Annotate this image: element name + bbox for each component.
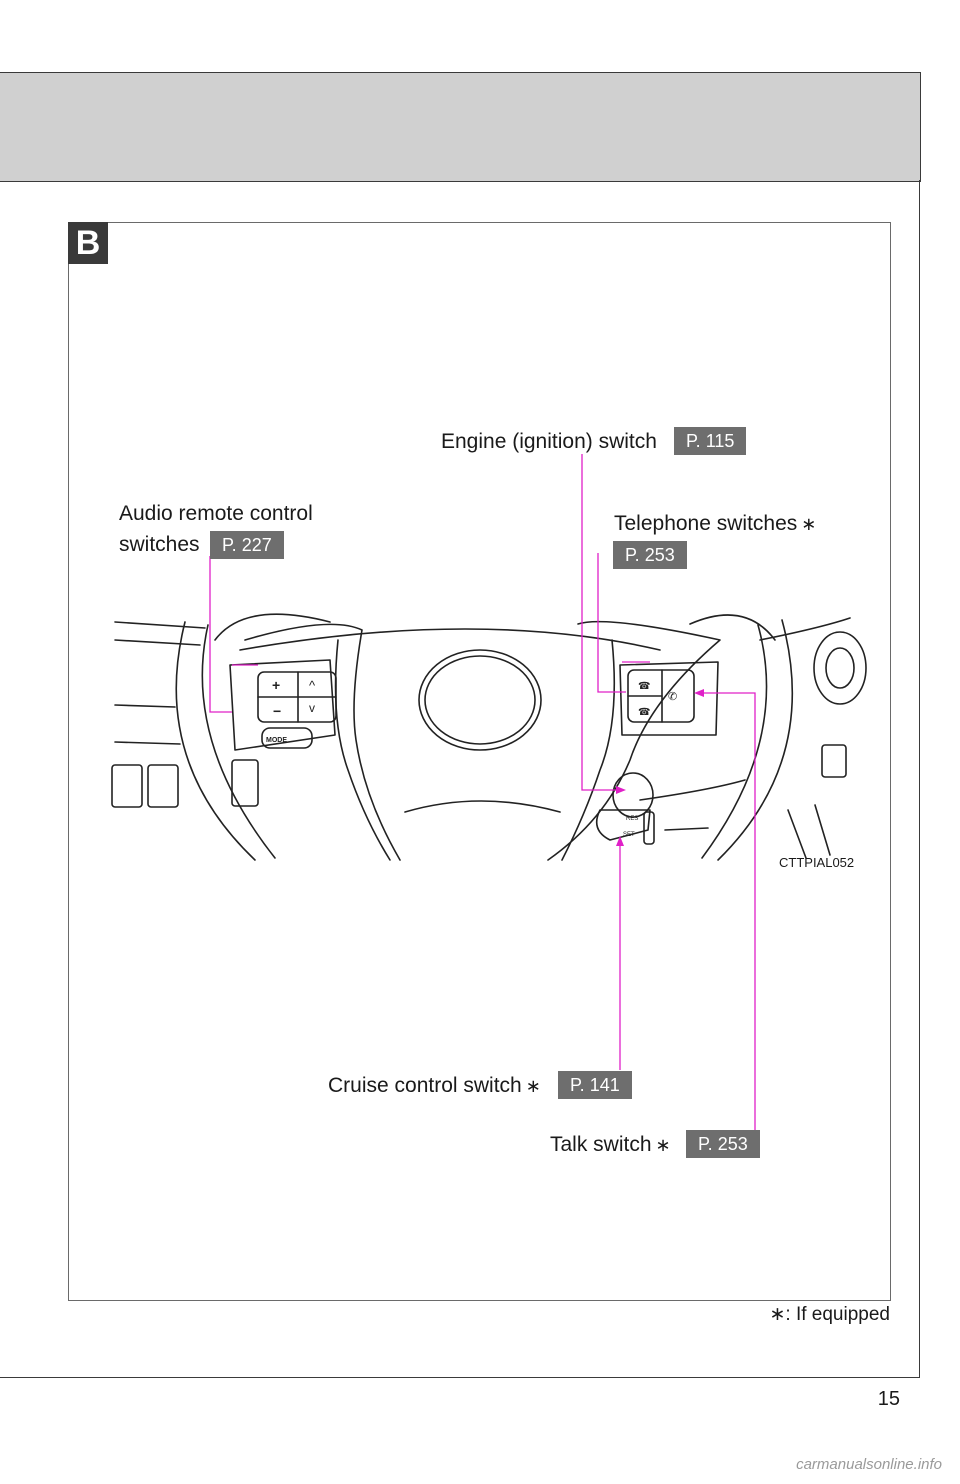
svg-text:☎: ☎ (638, 707, 650, 718)
right-spoke-edge (561, 639, 616, 861)
audio-switches-label-line1: Audio remote control (119, 502, 313, 525)
instrument-hood (214, 613, 331, 641)
audio-switches-label-line2: switches (119, 533, 200, 556)
talk-switch-text: Talk switch (550, 1133, 652, 1156)
cruise-lever-end (643, 811, 655, 845)
lever-set-label: SET (623, 832, 635, 838)
audio-leader (209, 556, 232, 713)
telephone-leader (597, 553, 626, 693)
right-spoke (547, 620, 721, 861)
page-number: 15 (877, 1388, 900, 1410)
page-border-right (919, 180, 920, 1378)
gauge-inner (825, 647, 855, 689)
steering-column (404, 800, 561, 813)
footnote-text: : If equipped (785, 1304, 890, 1325)
lever-res-label: RES (626, 816, 638, 822)
svg-text:☎: ☎ (638, 681, 650, 692)
cruise-control-text: Cruise control switch (328, 1074, 522, 1097)
footnote: ∗: If equipped (769, 1303, 890, 1326)
page-border-bottom (0, 1377, 920, 1378)
horn-pad-inner (424, 655, 536, 745)
cruise-lever (595, 809, 651, 841)
wheel-rim (201, 624, 276, 859)
dash-line (114, 741, 181, 745)
wheel-rim (175, 621, 256, 861)
dash-line (114, 621, 206, 629)
horn-pad (418, 649, 542, 751)
left-spoke-edge (334, 639, 391, 861)
engine-leader (581, 454, 620, 791)
leader-lines (209, 454, 756, 1130)
dash-line (814, 804, 831, 856)
leader-arrowheads (616, 689, 704, 846)
gauge (813, 631, 867, 705)
cruise-control-label: Cruise control switch∗ (328, 1072, 541, 1100)
audio-switches-page-ref[interactable]: P. 227 (210, 531, 284, 559)
figure-panel (68, 222, 891, 1301)
dash-line (639, 779, 746, 801)
telephone-switches-label: Telephone switches∗ (614, 510, 816, 538)
dash-line (114, 639, 201, 646)
talk-switch-page-ref[interactable]: P. 253 (686, 1130, 760, 1158)
equipped-mark-icon: ∗ (769, 1304, 786, 1325)
dash-vent (821, 744, 847, 778)
left-switch-panel (229, 659, 336, 751)
svg-text:v: v (309, 701, 315, 715)
svg-text:−: − (273, 703, 281, 719)
svg-text:+: + (272, 677, 280, 693)
dash-line (114, 704, 176, 708)
mode-button (261, 727, 313, 749)
svg-text:^: ^ (309, 678, 316, 693)
equipped-mark-icon: ∗ (801, 514, 817, 534)
instrument-hood (689, 614, 776, 641)
cruise-control-page-ref[interactable]: P. 141 (558, 1071, 632, 1099)
dash-vent (111, 764, 143, 808)
talk-switch-label: Talk switch∗ (550, 1131, 671, 1159)
telephone-switches-page-ref[interactable]: P. 253 (613, 541, 687, 569)
instrument-hood (239, 628, 661, 651)
dash-line (664, 827, 709, 831)
right-switch-panel (619, 661, 719, 736)
left-spoke (244, 623, 401, 861)
telephone-switches-text: Telephone switches (614, 512, 798, 535)
dash-line (759, 617, 851, 641)
equipped-mark-icon: ∗ (525, 1076, 541, 1096)
dash-vent (231, 759, 259, 807)
engine-switch-label: Engine (ignition) switch (441, 430, 657, 453)
section-badge: B (68, 222, 108, 264)
cruise-lever-knob (612, 772, 654, 818)
dash-vent (147, 764, 179, 808)
watermark: carmanualsonline.info (796, 1456, 942, 1473)
equipped-mark-icon: ∗ (655, 1135, 671, 1155)
header-band (0, 72, 921, 182)
dash-line (787, 809, 807, 859)
mode-button-label: MODE (266, 737, 287, 744)
illustration-code: CTTPIAL052 (779, 855, 855, 870)
svg-text:✆: ✆ (668, 691, 677, 703)
wheel-rim (701, 624, 768, 859)
engine-switch-page-ref[interactable]: P. 115 (674, 427, 747, 455)
talk-leader (700, 692, 756, 1130)
wheel-rim (717, 619, 794, 861)
